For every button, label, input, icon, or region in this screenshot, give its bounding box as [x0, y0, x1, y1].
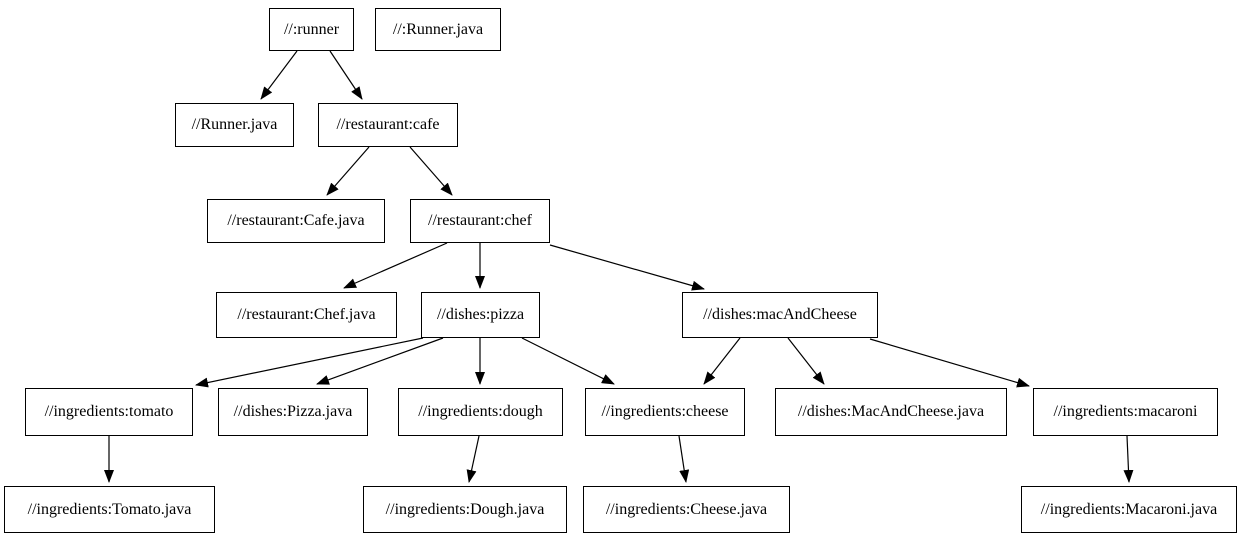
graph-node-pizza: //dishes:pizza [421, 292, 540, 338]
graph-node-runner-java: //Runner.java [175, 103, 294, 147]
edge-chef-to-mac-and-cheese [549, 244, 705, 291]
edge-mac-and-cheese-to-macaroni [869, 338, 1030, 388]
graph-node-runner-java-file: //:Runner.java [375, 8, 501, 51]
edge-cafe-to-chef [409, 146, 453, 196]
edge-runner-to-runner-java [260, 50, 298, 100]
graph-node-chef-java: //restaurant:Chef.java [216, 292, 397, 338]
edge-pizza-to-pizza-java [316, 337, 444, 385]
edge-cafe-to-cafe-java [326, 146, 370, 196]
graph-node-cheese-java: //ingredients:Cheese.java [583, 486, 790, 533]
edge-chef-to-chef-java [343, 242, 448, 289]
graph-node-mac-and-cheese-java: //dishes:MacAndCheese.java [775, 388, 1007, 436]
graph-node-tomato-java: //ingredients:Tomato.java [4, 486, 215, 533]
graph-node-chef: //restaurant:chef [410, 199, 550, 243]
graph-node-dough: //ingredients:dough [398, 388, 563, 436]
edge-macaroni-to-macaroni-java [1123, 435, 1134, 483]
graph-node-pizza-java: //dishes:Pizza.java [218, 388, 368, 436]
graph-node-dough-java: //ingredients:Dough.java [363, 486, 567, 533]
graph-node-macaroni: //ingredients:macaroni [1033, 388, 1218, 436]
graph-node-macaroni-java: //ingredients:Macaroni.java [1021, 486, 1237, 533]
graph-node-cheese: //ingredients:cheese [585, 388, 745, 436]
edge-cheese-to-cheese-java [678, 435, 690, 483]
edge-runner-to-cafe [329, 50, 363, 100]
graph-node-tomato: //ingredients:tomato [25, 388, 193, 436]
graph-node-cafe: //restaurant:cafe [318, 103, 458, 147]
edge-pizza-to-cheese [521, 337, 615, 385]
graph-node-mac-and-cheese: //dishes:macAndCheese [682, 292, 878, 338]
graph-node-cafe-java: //restaurant:Cafe.java [207, 199, 385, 243]
edge-dough-to-dough-java [466, 435, 480, 483]
edge-mac-and-cheese-to-mac-and-cheese-java [787, 337, 825, 385]
edge-pizza-to-tomato [195, 337, 424, 388]
graph-node-runner: //:runner [269, 8, 354, 51]
edge-mac-and-cheese-to-cheese [703, 337, 741, 385]
